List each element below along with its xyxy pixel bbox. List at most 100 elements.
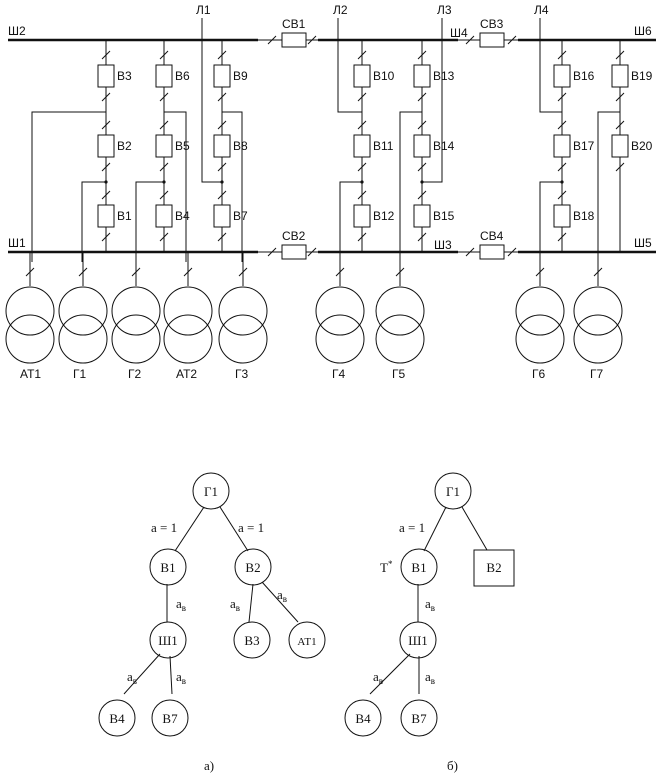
breaker-b6: В6 [155,50,190,102]
section-breaker-sv4 [458,244,518,260]
breaker-b18: В18 [553,190,595,242]
tree-b-node-b2: В2 [473,549,515,587]
breaker-b3: В3 [97,50,132,102]
caption-b: б) [447,758,458,773]
label-l2: Л2 [333,3,348,17]
svg-text:aв: aв [425,596,435,613]
tree-b-label-b2: В2 [486,560,501,575]
svg-text:aв: aв [176,596,186,613]
label-l1: Л1 [196,3,211,17]
svg-text:aв: aв [277,587,287,604]
tree-a-label-b3: В3 [244,633,259,648]
tree-b-label-g1: Г1 [446,484,460,499]
breaker-b7: В7 [213,190,248,242]
label-breaker-b7: В7 [233,209,248,223]
tree-a-label-at1: АТ1 [297,636,316,648]
svg-text:aв: aв [230,596,240,613]
breaker-b2: В2 [97,120,132,172]
tree-a-av-2: aв [230,596,240,613]
svg-text:T*: T* [380,559,393,575]
breaker-b9: В9 [213,50,248,102]
tree-b-label-b4: В4 [355,711,371,726]
label-breaker-b17: В17 [573,139,595,153]
svg-text:aв: aв [373,669,383,686]
transformer-g6: Г6 [515,252,565,381]
label-at1: АТ1 [20,367,41,381]
breaker-b15: В15 [413,190,455,242]
breaker-b19: В19 [611,50,653,102]
label-breaker-b2: В2 [117,139,132,153]
breaker-b1: В1 [97,190,132,242]
label-at2: АТ2 [176,367,197,381]
breaker-b4: В4 [155,190,190,242]
tree-a-label-b4: В4 [109,711,125,726]
breaker-b5: В5 [155,120,190,172]
tree-a-node-b1: В1 [149,548,187,586]
label-g7: Г7 [590,367,603,381]
tree-a-node-at1: АТ1 [288,621,326,659]
label-g5: Г5 [392,367,405,381]
label-sh5: Ш5 [634,236,652,250]
tree-b-node-b1: В1 [400,548,438,586]
tree-b-av-1: aв [425,596,435,613]
tree-b-label-b7: В7 [411,711,427,726]
label-breaker-b13: В13 [433,69,455,83]
label-breaker-b19: В19 [631,69,653,83]
caption-a: а) [204,758,214,773]
breaker-b12: В12 [353,190,395,242]
transformer-at2: АТ2 [163,252,213,381]
tree-b-edge-label-left: a = 1 [399,520,425,535]
tree-a-node-b2: В2 [234,548,272,586]
label-sv3: СВ3 [480,17,504,31]
tree-b-node-b4: В4 [344,699,382,737]
label-breaker-b8: В8 [233,139,248,153]
label-g6: Г6 [532,367,545,381]
tree-a-edge-label-right: a = 1 [238,520,264,535]
label-sh1: Ш1 [8,236,26,250]
label-l4: Л4 [534,3,549,17]
label-breaker-b14: В14 [433,139,455,153]
tree-b-node-g1: Г1 [434,472,472,510]
label-breaker-b18: В18 [573,209,595,223]
tree-b-t-mark: T* [380,559,393,575]
label-breaker-b11: В11 [373,139,394,153]
label-breaker-b4: В4 [175,209,190,223]
transformer-g1: Г1 [58,252,108,381]
tree-a-label-g1: Г1 [204,484,218,499]
tree-a-node-sh1: Ш1 [149,621,187,659]
svg-text:aв: aв [127,669,137,686]
label-breaker-b5: В5 [175,139,190,153]
label-sv2: СВ2 [282,229,306,243]
section-breaker-sv2 [258,244,318,260]
transformer-g5: Г5 [375,252,425,381]
label-sv4: СВ4 [480,229,504,243]
transformer-g2: Г2 [111,252,161,381]
svg-text:aв: aв [425,669,435,686]
label-breaker-b20: В20 [631,139,653,153]
tree-b-label-sh1: Ш1 [408,633,428,648]
label-breaker-b3: В3 [117,69,132,83]
label-sh2: Ш2 [8,24,26,38]
tree-a-av-3: aв [277,587,287,604]
tree-b-av-3: aв [425,669,435,686]
tree-b [369,506,488,695]
transformer-g3: Г3 [218,252,268,381]
label-sv1: СВ1 [282,17,306,31]
tree-a-label-b1: В1 [160,560,175,575]
breaker-b10: В10 [353,50,395,102]
label-breaker-b9: В9 [233,69,248,83]
tree-a-av-1: aв [176,596,186,613]
breaker-bays: В3В2В1В6В5В4В9В8В7В10В11В12В13В14В15В16В… [97,40,653,252]
tree-a-node-b3: В3 [233,621,271,659]
breaker-b14: В14 [413,120,455,172]
label-l3: Л3 [437,3,452,17]
tree-b-av-2: aв [373,669,383,686]
breaker-b20: В20 [611,120,653,172]
tree-b-label-b1: В1 [411,560,426,575]
tree-a-av-4: aв [127,669,137,686]
